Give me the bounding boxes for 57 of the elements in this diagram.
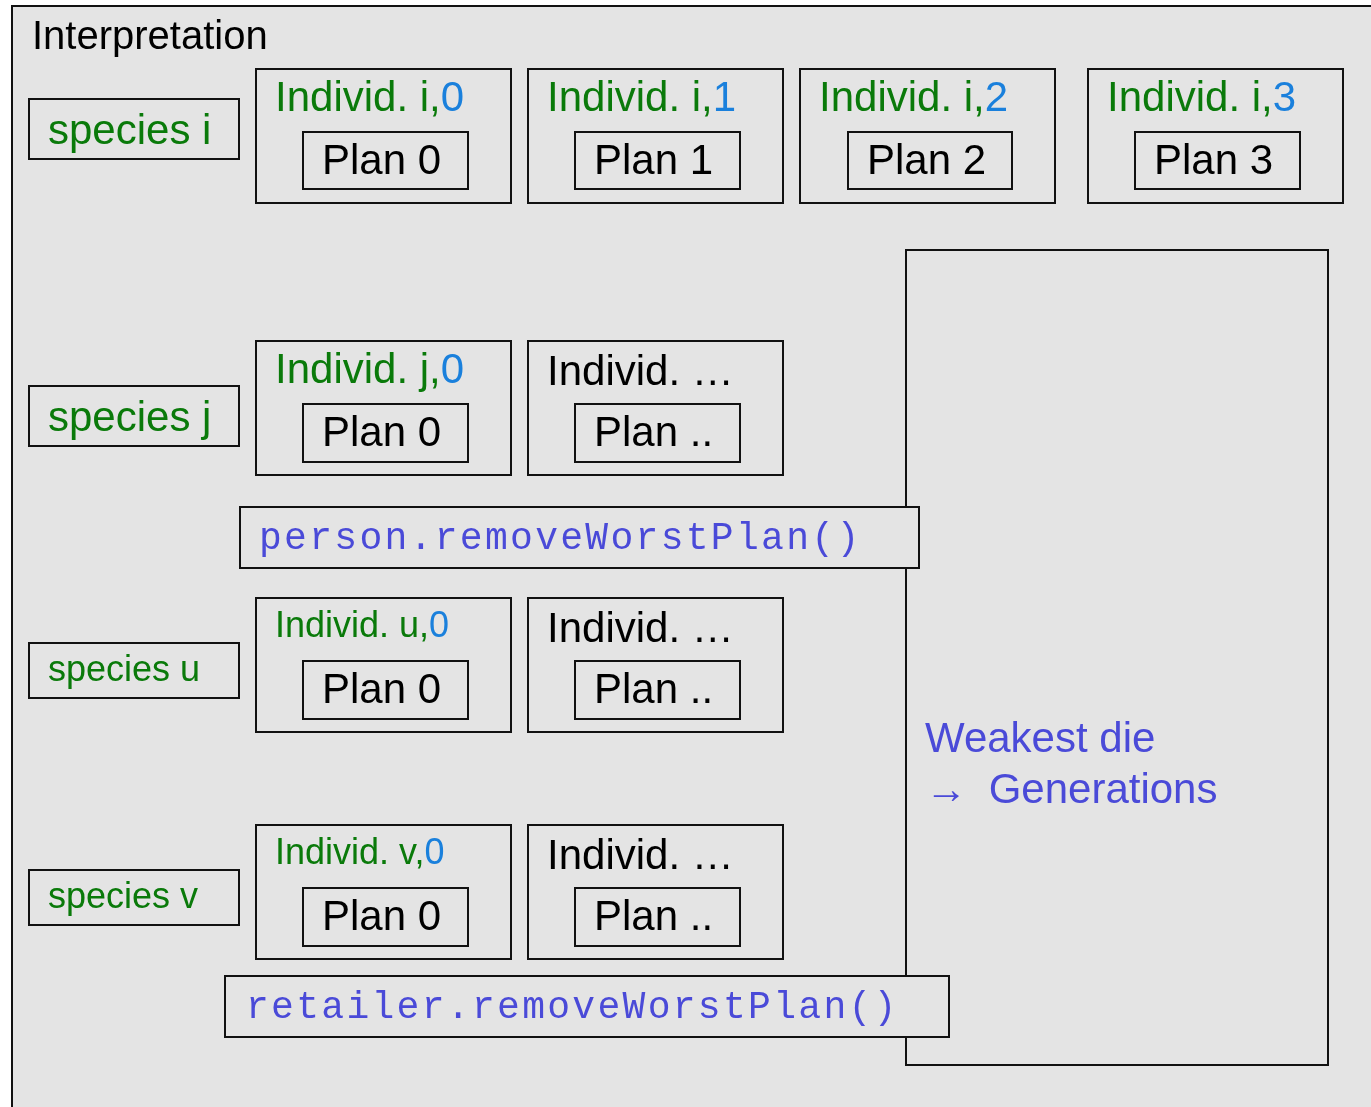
plan-box [574,131,741,190]
generations-box [905,249,1329,1066]
plan-label: Plan 0 [322,411,442,453]
method-call: person.removeWorstPlan() [259,520,862,558]
plan-label: Plan 1 [594,139,714,181]
plan-label: Plan 0 [322,139,442,181]
plan-label: Plan .. [594,668,714,710]
species-box [28,869,240,926]
individual-label: Individ. i,2 [819,76,1009,118]
species-label: species v [48,877,199,914]
individual-box [527,68,784,204]
plan-label: Plan 0 [322,668,442,710]
individual-label: Individ. … [547,350,734,392]
plan-label: Plan .. [594,411,714,453]
plan-box [302,660,469,720]
panel-heading: Interpretation [32,15,268,55]
individual-box [255,597,512,733]
individual-label: Individ. i,0 [275,76,465,118]
individual-box [527,597,784,733]
individual-box [255,824,512,960]
plan-box [574,660,741,720]
method-call: retailer.removeWorstPlan() [246,989,899,1027]
individual-box [527,824,784,960]
individual-box [799,68,1056,204]
individual-box [255,68,512,204]
individual-label: Individ. … [547,607,734,649]
individual-box [1087,68,1344,204]
interpretation-panel [11,5,1371,1107]
plan-box [302,403,469,463]
species-box [28,98,240,160]
plan-box [847,131,1013,190]
species-label: species i [48,109,212,151]
individual-label: Individ. … [547,834,734,876]
individual-label: Individ. u,0 [275,607,450,643]
plan-label: Plan 2 [867,139,987,181]
individual-label: Individ. v,0 [275,834,445,870]
individual-label: Individ. j,0 [275,348,465,390]
individual-label: Individ. i,1 [547,76,737,118]
method-box [239,506,920,569]
individual-label: Individ. i,3 [1107,76,1297,118]
plan-label: Plan 3 [1154,139,1274,181]
note-text: Weakest die [925,717,1156,759]
species-label: species u [48,650,201,687]
individual-box [527,340,784,476]
species-label: species j [48,396,212,438]
plan-box [302,887,469,947]
plan-box [574,887,741,947]
individual-box [255,340,512,476]
plan-box [574,403,741,463]
plan-label: Plan .. [594,895,714,937]
note-text: → Generations [925,768,1218,810]
species-box [28,642,240,699]
plan-box [302,131,469,190]
method-box [224,975,950,1038]
plan-box [1134,131,1301,190]
species-box [28,385,240,447]
plan-label: Plan 0 [322,895,442,937]
